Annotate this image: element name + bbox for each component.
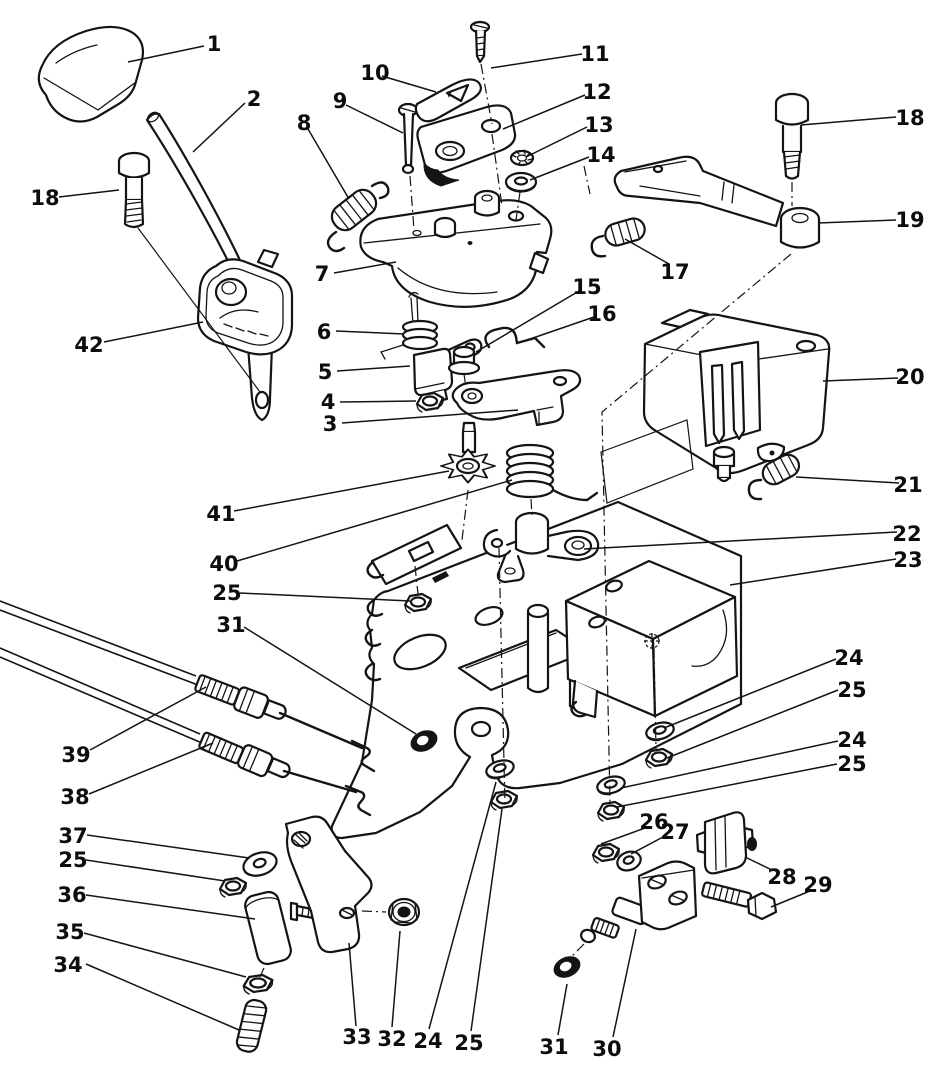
callout-33: 33 [342, 1025, 371, 1049]
callout-25-a: 25 [212, 581, 241, 605]
callout-25-d: 25 [837, 678, 866, 702]
assembly-axis-lines [258, 63, 793, 980]
callout-25-c: 25 [454, 1031, 483, 1055]
ratchet-wheel-41 [439, 421, 497, 484]
shift-lever [145, 111, 274, 422]
shift-arm-19 [613, 155, 821, 249]
control-cable-38 [0, 647, 372, 817]
callout-20: 20 [895, 365, 924, 389]
callout-5: 5 [318, 360, 333, 384]
spring-34 [235, 998, 268, 1053]
bellcrank-33 [284, 815, 373, 954]
nut-35 [242, 973, 274, 996]
washer-37 [242, 851, 278, 877]
shoulder-bolt-left [117, 151, 261, 393]
callout-31-a: 31 [216, 613, 245, 637]
flat-washer-14 [504, 171, 538, 193]
leader-lines [58, 45, 900, 1038]
shoulder-bolt-right [774, 92, 810, 180]
torsion-spring-40 [505, 443, 599, 502]
long-screw-9 [397, 102, 419, 175]
callout-11: 11 [580, 42, 609, 66]
callout-10: 10 [360, 61, 389, 85]
link-plate-3 [451, 369, 582, 427]
callout-25-b: 25 [58, 848, 87, 872]
cable-clamp-28 [695, 811, 757, 875]
clevis-bracket-30 [580, 860, 698, 944]
callout-39: 39 [61, 743, 90, 767]
cover-plate-12 [416, 104, 517, 187]
washer-27 [616, 850, 642, 872]
callout-7: 7 [315, 262, 330, 286]
callout-35: 35 [55, 920, 84, 944]
callout-16: 16 [587, 302, 616, 326]
extension-spring-17 [590, 217, 646, 258]
callout-30: 30 [592, 1037, 621, 1061]
callout-24-a: 24 [413, 1029, 442, 1053]
grommet-31-lower [550, 952, 584, 982]
callout-32: 32 [377, 1027, 406, 1051]
nut-25-right-upper [644, 747, 674, 770]
callout-37: 37 [58, 824, 87, 848]
spring-washer-stack-6 [380, 291, 439, 360]
callout-18-left: 18 [30, 186, 59, 210]
hex-bolt-29 [701, 881, 778, 921]
callout-17: 17 [660, 260, 689, 284]
pivot-arm-22 [482, 511, 600, 584]
extension-spring-21 [747, 453, 801, 501]
callout-2: 2 [247, 87, 262, 111]
shift-knob [37, 25, 145, 123]
callout-14: 14 [586, 143, 615, 167]
callout-labels: 1 2 18 8 9 10 11 12 13 14 18 19 17 7 6 5… [30, 32, 924, 1061]
callout-6: 6 [317, 320, 332, 344]
callout-28: 28 [767, 865, 796, 889]
callout-4: 4 [321, 390, 336, 414]
callout-41: 41 [206, 502, 235, 526]
callout-8: 8 [297, 111, 312, 135]
nut-26 [591, 842, 621, 865]
idler-housing-20 [600, 308, 831, 504]
callout-18-right: 18 [895, 106, 924, 130]
bushing-15 [447, 345, 481, 376]
callout-24-c: 24 [837, 728, 866, 752]
callout-36: 36 [57, 883, 86, 907]
callout-19: 19 [895, 208, 924, 232]
nut-25-center [489, 789, 519, 812]
screw-11 [469, 20, 491, 64]
callout-24-b: 24 [834, 646, 863, 670]
nut-4 [415, 391, 445, 414]
callout-29: 29 [803, 873, 832, 897]
callout-40: 40 [209, 552, 238, 576]
locknut-32 [387, 897, 421, 927]
parts-artwork [0, 20, 831, 1053]
callout-25-e: 25 [837, 752, 866, 776]
callout-3: 3 [323, 412, 338, 436]
nut-25-right-lower [596, 800, 626, 823]
lever-retainer [196, 248, 294, 356]
extension-spring-8 [326, 181, 390, 253]
control-cable-39 [0, 600, 376, 773]
lock-washer-13 [509, 149, 535, 167]
callout-42: 42 [74, 333, 103, 357]
callout-22: 22 [892, 522, 921, 546]
support-bracket [564, 559, 739, 719]
callout-1: 1 [207, 32, 222, 56]
callout-34: 34 [53, 953, 82, 977]
callout-31-b: 31 [539, 1035, 568, 1059]
callout-38: 38 [60, 785, 89, 809]
indicator-plate-10 [414, 78, 482, 123]
wire-spring-16 [484, 326, 546, 349]
callout-12: 12 [582, 80, 611, 104]
callout-21: 21 [893, 473, 922, 497]
callout-27: 27 [660, 820, 689, 844]
callout-9: 9 [333, 89, 348, 113]
callout-15: 15 [572, 275, 601, 299]
callout-23: 23 [893, 548, 922, 572]
friction-housing-7 [359, 189, 553, 308]
callout-13: 13 [584, 113, 613, 137]
callout-26: 26 [639, 810, 668, 834]
washer-24-right-lower [594, 772, 628, 799]
